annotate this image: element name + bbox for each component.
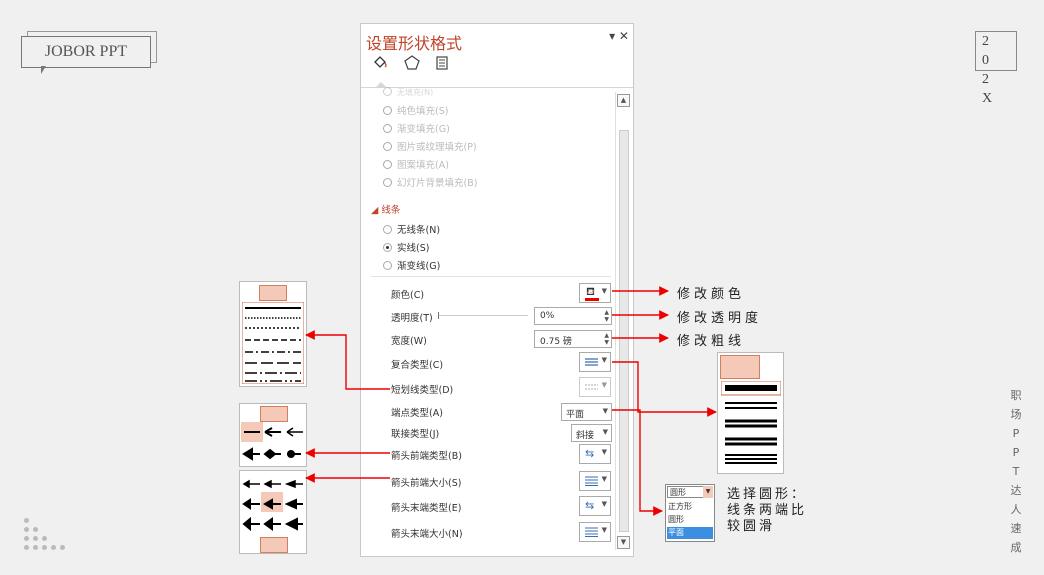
pentagon-icon[interactable] bbox=[401, 54, 423, 76]
compound-type-popup bbox=[717, 352, 784, 474]
chevron-down-icon: ▼ bbox=[601, 287, 607, 295]
line-option-solid[interactable]: 实线(S) bbox=[383, 240, 429, 254]
transparency-label: 透明度(T) bbox=[391, 313, 433, 324]
begin-arrow-size-label: 箭头前端大小(S) bbox=[391, 478, 462, 489]
logo: JOBOR PPT bbox=[21, 36, 151, 68]
scroll-thumb[interactable] bbox=[619, 130, 629, 532]
vertical-char: 达 bbox=[1010, 484, 1022, 497]
close-icon[interactable]: ▾ ✕ bbox=[609, 29, 629, 43]
vertical-char: P bbox=[1012, 427, 1020, 440]
chevron-down-icon[interactable]: ▼ bbox=[703, 486, 713, 498]
vertical-char: P bbox=[1012, 446, 1020, 459]
panel-scrollbar[interactable]: ▲ ▼ bbox=[615, 92, 630, 550]
width-label: 宽度(W) bbox=[391, 336, 427, 347]
compound-options-icon[interactable] bbox=[721, 381, 781, 471]
fill-option[interactable]: 纯色填充(S) bbox=[383, 103, 448, 117]
transparency-input[interactable]: 0% ▲▼ bbox=[534, 307, 612, 325]
fill-option[interactable]: 幻灯片背景填充(B) bbox=[383, 175, 477, 189]
fill-option[interactable]: 图案填充(A) bbox=[383, 157, 449, 171]
cap-label: 端点类型(A) bbox=[391, 408, 443, 419]
vertical-char: 人 bbox=[1010, 503, 1022, 516]
note-round-cap: 选择圆形： 线条两端比 较圆滑 bbox=[727, 487, 808, 534]
vertical-char: T bbox=[1012, 465, 1020, 478]
compound-popup-button[interactable] bbox=[720, 355, 760, 379]
dash-options-icon[interactable] bbox=[242, 302, 304, 384]
arrow-swap-icon: ⇆ bbox=[585, 499, 595, 512]
scroll-up-icon[interactable]: ▲ bbox=[617, 94, 630, 107]
vertical-char: 职 bbox=[1010, 389, 1022, 402]
size-icon[interactable] bbox=[431, 54, 453, 76]
logo-tail bbox=[41, 66, 46, 74]
arrow-swap-icon: ⇆ bbox=[585, 447, 595, 460]
end-arrow-type-dropdown[interactable]: ⇆▼ bbox=[579, 496, 611, 516]
line-section-header[interactable]: ◢ 线条 bbox=[371, 205, 401, 216]
divider bbox=[371, 276, 611, 277]
vertical-char: 成 bbox=[1010, 541, 1022, 554]
color-picker-button[interactable]: ⛾ ▼ bbox=[579, 283, 611, 303]
begin-arrow-type-dropdown[interactable]: ⇆▼ bbox=[579, 444, 611, 464]
vertical-char: 速 bbox=[1010, 522, 1022, 535]
cap-option[interactable]: 正方形 bbox=[668, 502, 692, 511]
line-option-none[interactable]: 无线条(N) bbox=[383, 222, 440, 236]
fill-option[interactable]: 渐变填充(G) bbox=[383, 121, 450, 135]
size-lines-icon bbox=[585, 476, 598, 486]
cap-dropdown[interactable]: 平面▼ bbox=[561, 403, 612, 421]
cap-option-highlighted[interactable]: 平面 bbox=[667, 527, 713, 539]
scroll-down-icon[interactable]: ▼ bbox=[617, 536, 630, 549]
compound-label: 复合类型(C) bbox=[391, 360, 444, 371]
transparency-slider[interactable] bbox=[438, 312, 528, 319]
note-modify-transparency: 修改透明度 bbox=[677, 311, 763, 326]
arrow-type-options-icon[interactable] bbox=[241, 422, 305, 466]
dash-label: 短划线类型(D) bbox=[391, 385, 454, 396]
arrow-type-popup bbox=[239, 403, 307, 467]
tab-pointer bbox=[375, 82, 387, 88]
arrow-type-popup-button[interactable] bbox=[260, 406, 288, 422]
dash-type-popup bbox=[239, 281, 307, 387]
year-line-1: 2 0 bbox=[982, 34, 998, 68]
arrow-size-popup-button[interactable] bbox=[260, 537, 288, 553]
end-arrow-size-dropdown[interactable]: ▼ bbox=[579, 522, 611, 542]
fill-option-clipped[interactable]: 无填充(N) bbox=[383, 87, 433, 98]
dash-dropdown[interactable]: ▼ bbox=[579, 377, 611, 397]
color-label: 颜色(C) bbox=[391, 290, 425, 301]
cap-options-popup: 圆形 ▼ 正方形 圆形 平面 bbox=[665, 484, 715, 542]
fill-line-icon[interactable] bbox=[369, 54, 391, 76]
join-dropdown[interactable]: 斜接▼ bbox=[571, 424, 612, 442]
arrow-size-popup bbox=[239, 470, 307, 554]
note-modify-color: 修改颜色 bbox=[677, 287, 746, 302]
end-arrow-size-label: 箭头末端大小(N) bbox=[391, 529, 463, 540]
spinner-icon[interactable]: ▲▼ bbox=[604, 309, 609, 323]
paint-bucket-icon: ⛾ bbox=[586, 285, 595, 298]
begin-arrow-type-label: 箭头前端类型(B) bbox=[391, 451, 462, 462]
width-input[interactable]: 0.75 磅 ▲▼ bbox=[534, 330, 612, 348]
fill-option[interactable]: 图片或纹理填充(P) bbox=[383, 139, 477, 153]
line-option-gradient[interactable]: 渐变线(G) bbox=[383, 258, 440, 272]
note-modify-width: 修改粗线 bbox=[677, 334, 746, 349]
end-arrow-type-label: 箭头末端类型(E) bbox=[391, 503, 462, 514]
vertical-char: 场 bbox=[1010, 408, 1022, 421]
spinner-icon[interactable]: ▲▼ bbox=[604, 332, 609, 346]
size-lines-icon bbox=[585, 527, 598, 537]
panel-title: 设置形状格式 bbox=[366, 34, 463, 53]
cap-option[interactable]: 圆形 bbox=[668, 515, 684, 524]
join-label: 联接类型(J) bbox=[391, 429, 440, 440]
arrow-size-options-icon[interactable] bbox=[241, 474, 305, 536]
format-shape-panel: 设置形状格式 ▾ ✕ ▲ ▼ 纯色填充(S) 渐变填充(G) 图片或纹理填充(P… bbox=[360, 23, 634, 557]
begin-arrow-size-dropdown[interactable]: ▼ bbox=[579, 471, 611, 491]
year-badge: 2 0 2 X bbox=[975, 31, 1017, 106]
compound-dropdown[interactable]: ▼ bbox=[579, 352, 611, 372]
dash-lines-icon bbox=[585, 384, 598, 390]
compound-lines-icon bbox=[585, 358, 598, 366]
dash-popup-button[interactable] bbox=[259, 285, 287, 301]
tab-divider bbox=[361, 87, 633, 88]
year-line-2: 2 X bbox=[982, 72, 1002, 106]
